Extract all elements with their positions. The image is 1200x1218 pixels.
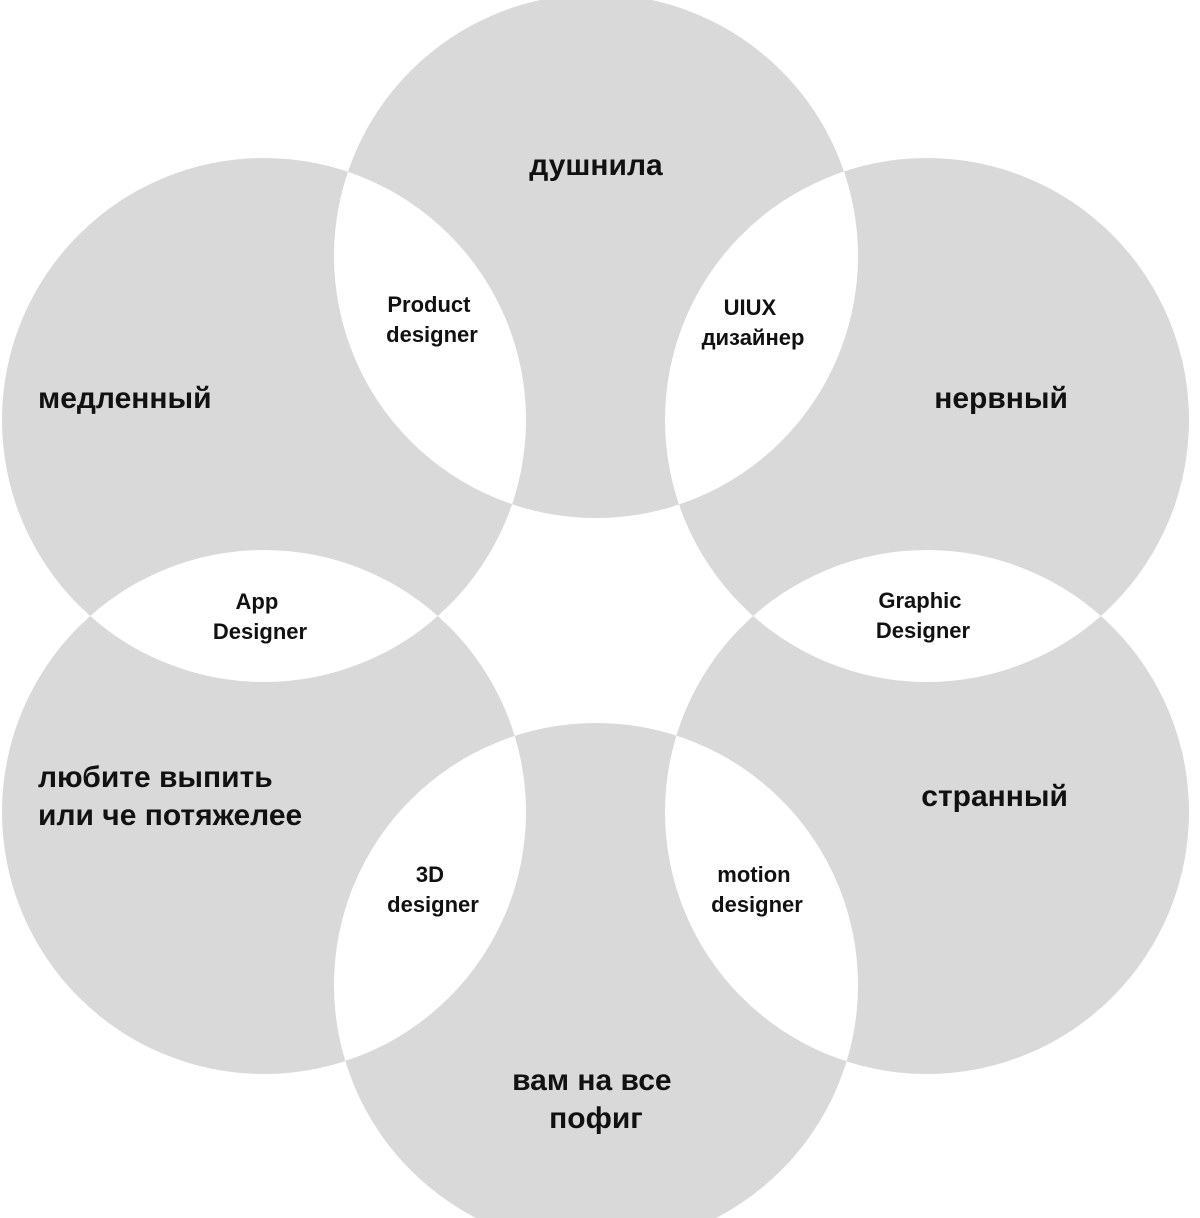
overlap-top-left-top <box>334 158 526 518</box>
label-bottom-right: странный <box>921 780 1068 813</box>
overlap-bottom-bottom-left <box>334 723 526 1074</box>
overlap-label-app-designer: App Designer <box>213 589 308 644</box>
overlap-label-product-designer: Product designer <box>386 292 478 347</box>
overlap-label-graphic-designer: Graphic Designer <box>876 588 971 643</box>
overlap-labels: Product designer UIUX дизайнер Graphic D… <box>213 292 971 917</box>
overlap-label-3d-designer: 3D designer <box>387 862 479 917</box>
label-bottom-left: любите выпить или че потяжелее <box>38 761 302 832</box>
label-top-left: медленный <box>38 382 212 415</box>
overlap-bottom-right-bottom <box>665 723 858 1074</box>
label-top: душнила <box>529 149 663 182</box>
overlap-top-top-right <box>665 158 858 518</box>
overlap-label-motion-designer: motion designer <box>711 862 803 917</box>
label-top-right: нервный <box>934 382 1068 415</box>
circle-labels: душнила нервный странный вам на все пофи… <box>38 149 1068 1135</box>
overlap-label-uiux: UIUX дизайнер <box>702 295 805 350</box>
label-bottom: вам на все пофиг <box>512 1064 680 1135</box>
